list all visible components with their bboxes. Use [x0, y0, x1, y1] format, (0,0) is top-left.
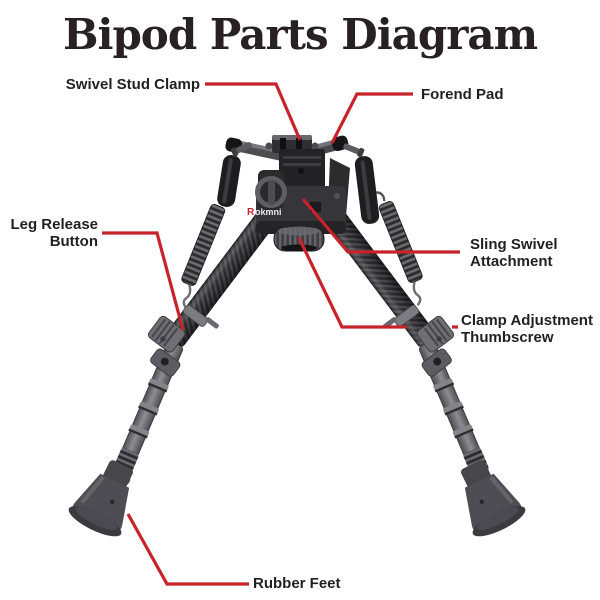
label-text: Button	[49, 233, 98, 250]
label-text: Leg Release	[10, 216, 98, 233]
label-text: Sling Swivel	[470, 236, 558, 253]
left-rubber-foot	[68, 460, 133, 537]
brand-logo-text: okmni	[255, 207, 282, 217]
page-title: Bipod Parts Diagram	[62, 10, 538, 59]
right-spring	[376, 191, 423, 306]
right-thumbscrew-part	[416, 315, 455, 353]
left-ear-pad	[217, 155, 241, 207]
bipod: R okmni	[68, 135, 526, 537]
label-text: Forend Pad	[421, 86, 504, 103]
label-text: Clamp Adjustment	[461, 312, 593, 329]
label-sling-swivel-attachment: Sling Swivel Attachment	[470, 236, 558, 270]
left-clamp-screw	[230, 142, 252, 157]
swivel-stud-clamp-part	[265, 135, 319, 153]
leg-release-button-part	[147, 315, 186, 353]
leader-forend-pad	[330, 92, 413, 144]
sling-swivel-attachment-part	[255, 176, 287, 208]
label-text: Attachment	[470, 253, 553, 270]
left-lower-leg	[113, 341, 183, 487]
head-screw	[298, 168, 304, 174]
leader-lines	[102, 82, 460, 586]
label-text: Thumbscrew	[461, 329, 554, 346]
right-ear-pad	[354, 156, 380, 224]
head-screw	[334, 193, 340, 199]
leader-sling-swivel-attachment	[301, 197, 460, 254]
head-rail-line	[283, 156, 321, 159]
bipod-head: R okmni	[217, 135, 380, 252]
leader-clamp-adjustment-thumbscrew	[297, 237, 407, 329]
label-forend-pad: Forend Pad	[421, 86, 504, 103]
brand-logo-initial: R	[247, 207, 255, 218]
label-swivel-stud-clamp: Swivel Stud Clamp	[0, 76, 200, 93]
right-leg-clamp	[383, 304, 455, 377]
label-text: Rubber Feet	[253, 575, 341, 592]
label-leg-release-button: Leg Release Button	[0, 216, 98, 250]
label-text: Swivel Stud Clamp	[65, 76, 200, 93]
head-rail-line	[283, 163, 321, 166]
label-rubber-feet: Rubber Feet	[253, 575, 341, 592]
leader-leg-release-button	[102, 231, 185, 331]
left-leg-clamp	[147, 304, 219, 377]
brand-logo: R okmni	[247, 207, 282, 218]
label-clamp-adjustment-thumbscrew: Clamp Adjustment Thumbscrew	[461, 312, 593, 346]
leader-swivel-stud-clamp	[205, 82, 302, 141]
right-clamp-screw	[343, 143, 365, 158]
right-rubber-foot	[461, 460, 526, 537]
leader-rubber-feet	[126, 513, 249, 586]
